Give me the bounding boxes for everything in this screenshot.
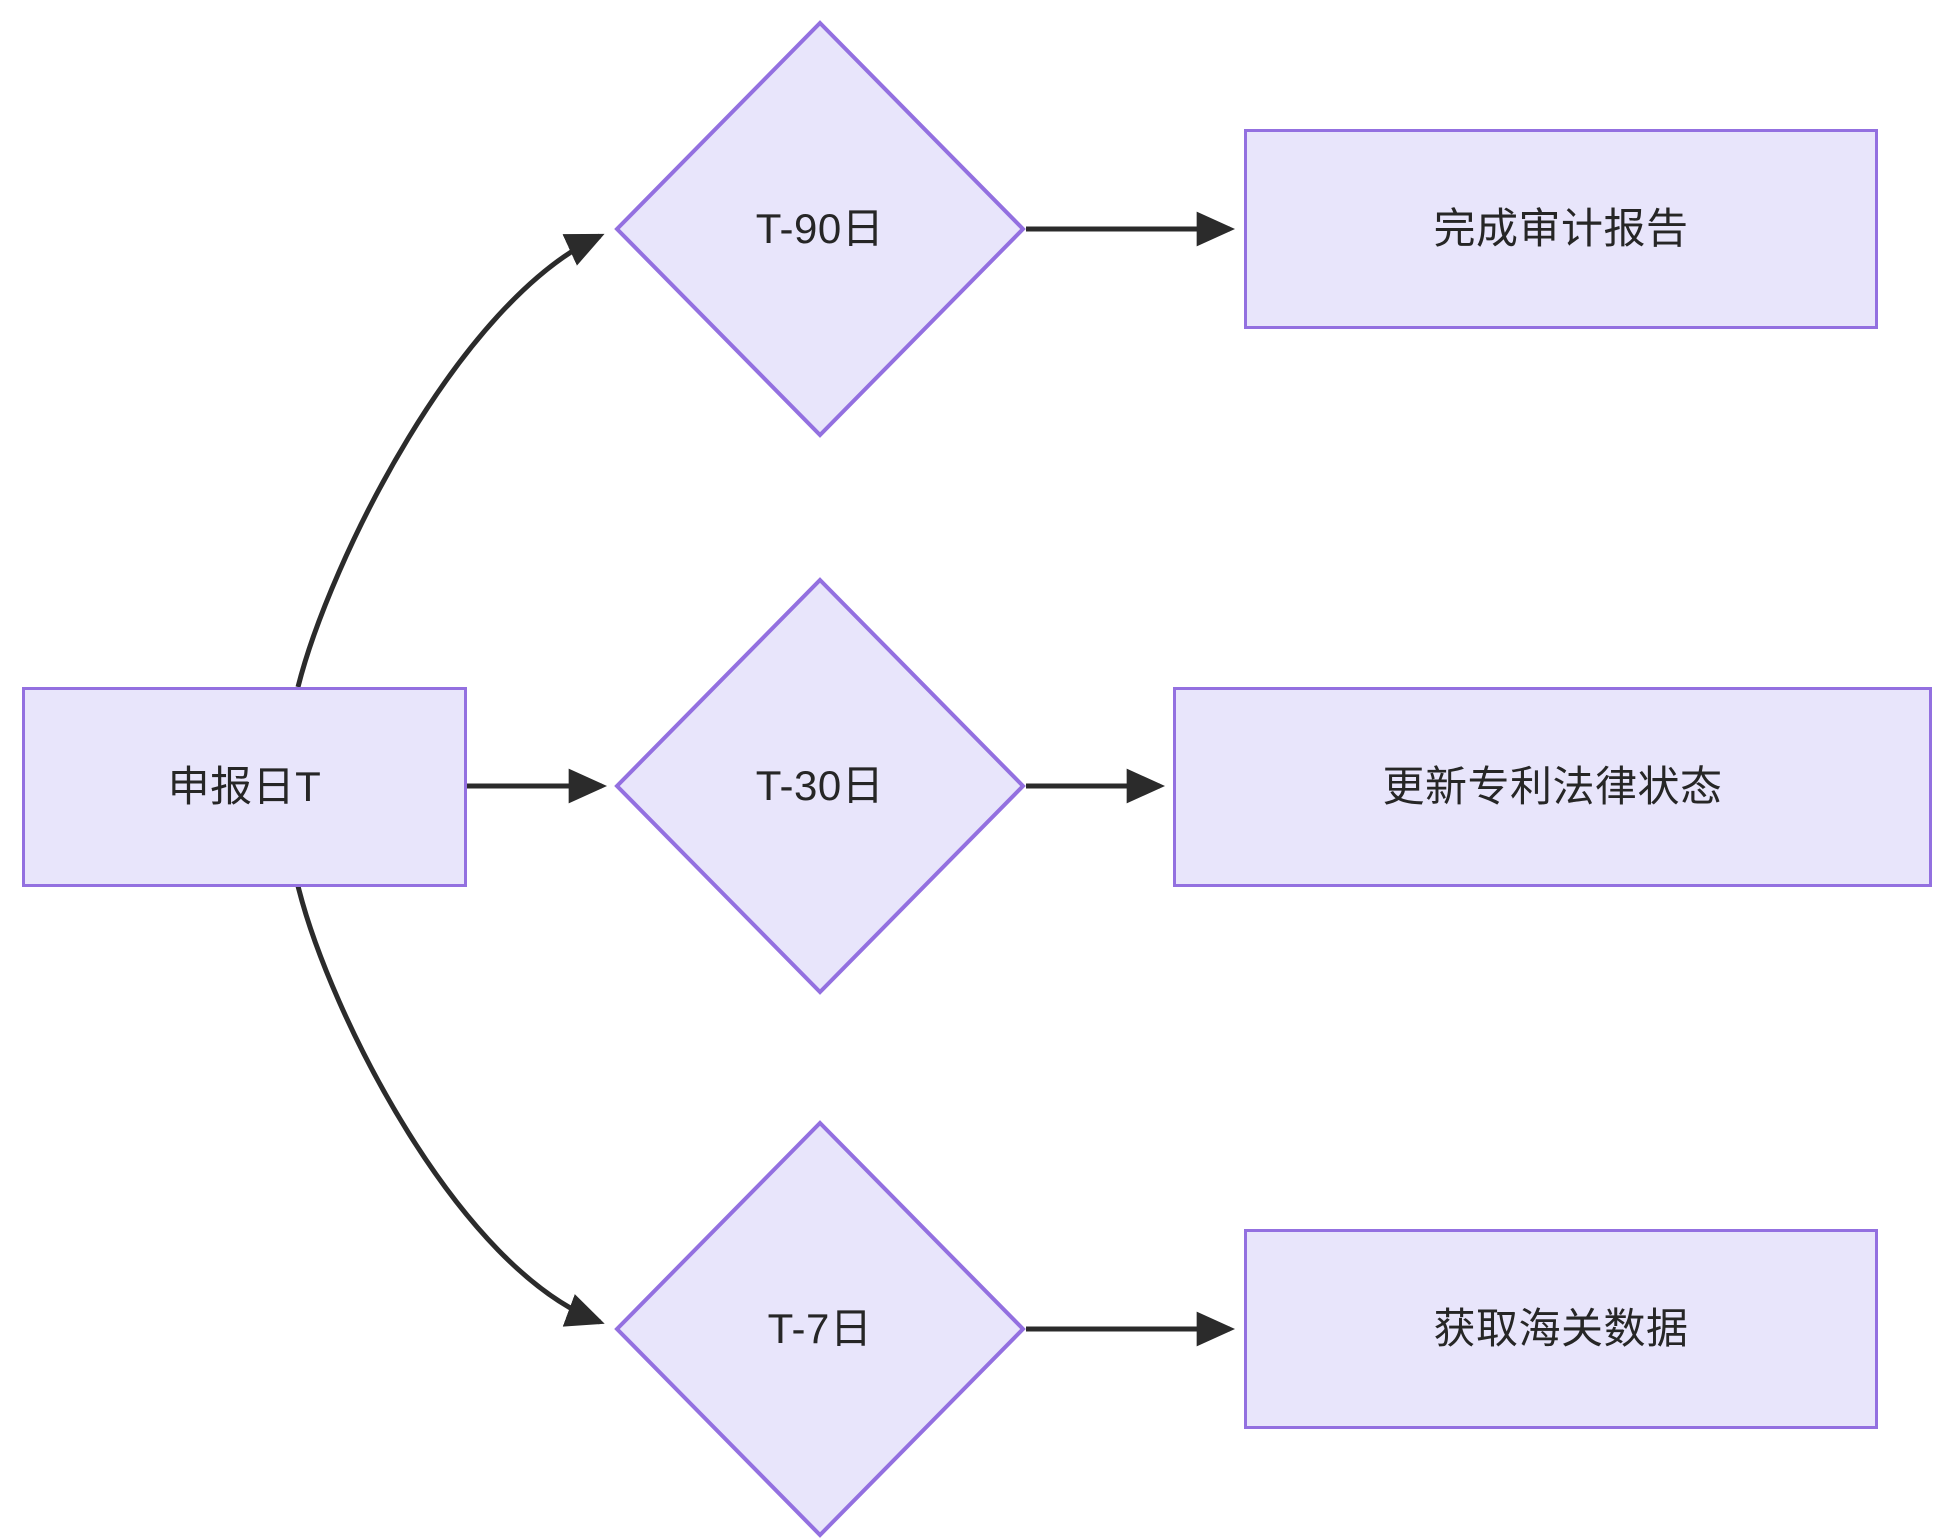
diamond-shape-t7 [614, 1120, 1026, 1538]
diamond-shape-t30 [614, 577, 1026, 995]
node-t7-label: T-7日 [767, 1304, 873, 1352]
node-t30-label: T-30日 [755, 761, 885, 809]
node-start-label: 申报日T [167, 762, 322, 810]
node-start[interactable]: 申报日T [22, 687, 467, 887]
node-task-patent-status-label: 更新专利法律状态 [1382, 762, 1723, 810]
node-t7-label-wrap: T-7日 [614, 1120, 1026, 1538]
node-task-audit-report[interactable]: 完成审计报告 [1244, 129, 1878, 329]
node-task-customs-data[interactable]: 获取海关数据 [1244, 1229, 1878, 1429]
node-task-audit-report-label: 完成审计报告 [1433, 204, 1689, 252]
diamond-shape-t90 [614, 20, 1026, 438]
node-t7[interactable]: T-7日 [614, 1120, 1026, 1538]
node-t30[interactable]: T-30日 [614, 577, 1026, 995]
node-t90-label: T-90日 [755, 204, 885, 252]
node-t90-label-wrap: T-90日 [614, 20, 1026, 438]
node-task-patent-status[interactable]: 更新专利法律状态 [1173, 687, 1932, 887]
node-t90[interactable]: T-90日 [614, 20, 1026, 438]
node-task-customs-data-label: 获取海关数据 [1433, 1304, 1689, 1352]
edge-start-to-t90 [295, 233, 605, 688]
node-t30-label-wrap: T-30日 [614, 577, 1026, 995]
edge-start-to-t7 [295, 885, 605, 1327]
